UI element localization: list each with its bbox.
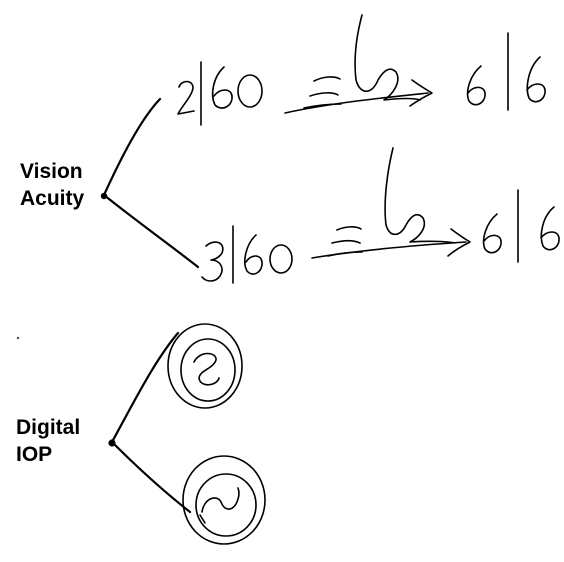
stray-dot <box>16 336 20 340</box>
iop-lower-mark <box>201 487 240 513</box>
iop-lower-circle-inner <box>195 473 257 537</box>
iop-upper-branch-line <box>110 331 180 444</box>
vision-bracket <box>100 97 200 269</box>
upper-digit-2 <box>177 80 195 115</box>
iop-row-lower <box>182 455 266 545</box>
upper-arrow-head <box>409 79 433 107</box>
lower-arrow-head <box>447 228 471 257</box>
lower-after-digit-6a <box>482 213 502 254</box>
iop-upper-mark <box>193 352 220 386</box>
digital-label-line2: IOP <box>16 443 53 466</box>
vision-upper-branch-line <box>102 97 162 197</box>
lower-digit-6 <box>244 234 263 275</box>
upper-scribble-loop <box>354 14 421 101</box>
iop-lower-mark-tail <box>199 514 206 524</box>
vision-row-upper <box>177 14 546 126</box>
lower-digit-3 <box>201 241 224 282</box>
iop-bracket-vertex <box>108 439 116 447</box>
lower-digit-0 <box>269 244 293 274</box>
digital-iop-label: Digital IOP <box>16 414 80 468</box>
vision-lower-branch-line <box>102 193 200 269</box>
lower-after-digit-6b <box>540 206 560 251</box>
iop-upper-circle-outer <box>167 323 243 409</box>
iop-upper-circle-inner <box>180 338 236 402</box>
vision-label-line2: Acuity <box>20 187 85 210</box>
upper-after-digit-6a <box>466 65 486 106</box>
iop-bracket <box>108 331 192 514</box>
iop-row-upper <box>167 323 243 409</box>
lower-arrow-shaft <box>311 241 467 259</box>
upper-digit-6 <box>211 66 233 109</box>
digital-label-line1: Digital <box>16 416 81 439</box>
vision-row-lower <box>201 147 560 284</box>
iop-lower-circle-outer <box>182 455 266 545</box>
vision-bracket-vertex <box>100 192 108 200</box>
vision-acuity-label: Vision Acuity <box>20 158 84 212</box>
upper-digit-0 <box>237 74 263 108</box>
upper-arrow-shaft <box>284 92 429 114</box>
upper-after-digit-6b <box>526 56 546 103</box>
upper-scribble-left <box>303 76 342 109</box>
lower-scribble-loop <box>384 147 456 244</box>
iop-lower-branch-line <box>110 440 192 514</box>
vision-label-line1: Vision <box>20 160 83 183</box>
